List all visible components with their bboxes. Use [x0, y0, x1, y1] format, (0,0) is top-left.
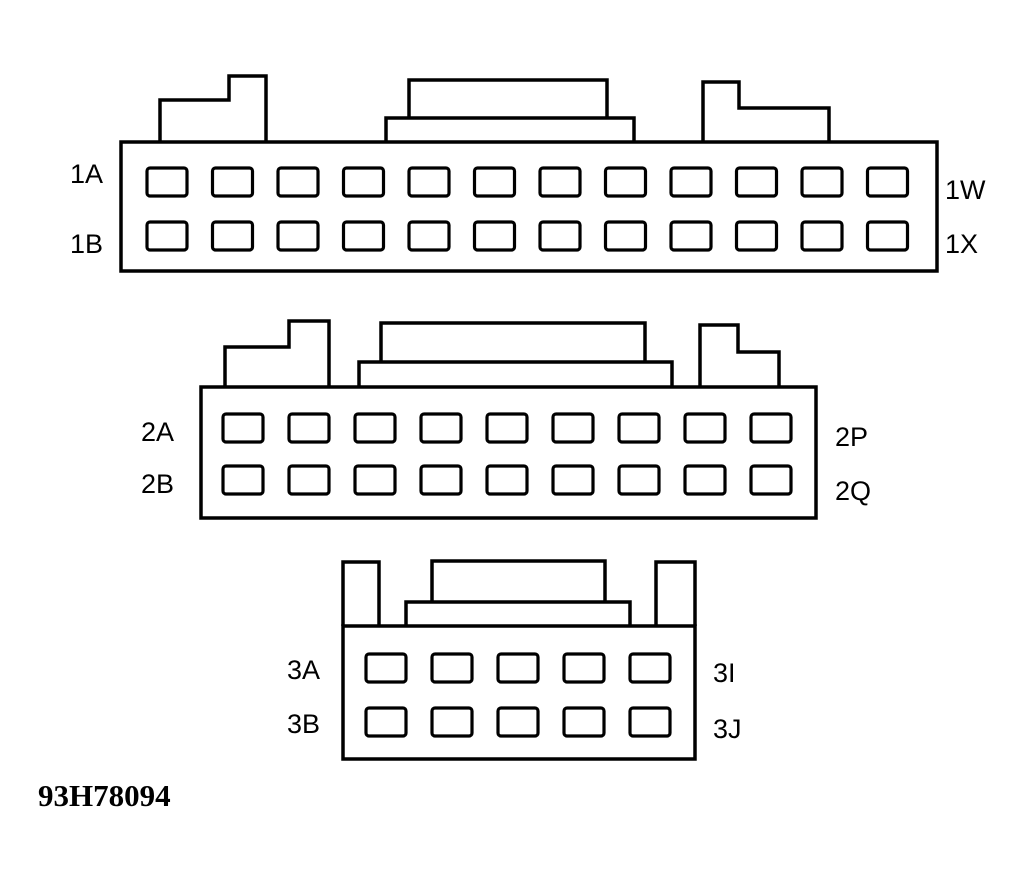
connector-3-pin-cavity [628, 652, 672, 684]
connector-3-pin-cavity [430, 652, 474, 684]
connector-1-label-bottom-left: 1B [70, 229, 103, 259]
connector-2-left-latch [223, 319, 331, 387]
connector-1-pin-cavity [603, 166, 648, 198]
connector-2: 2A 2B 2P 2Q [141, 319, 871, 520]
connector-2-pin-cavity [221, 412, 265, 444]
connector-1-label-top-right: 1W [945, 175, 986, 205]
connector-3-pin-cavity [562, 706, 606, 738]
connector-2-pin-cavity [551, 412, 595, 444]
connector-2-pin-cavity [551, 464, 595, 496]
connector-2-pin-cavity [683, 464, 727, 496]
connector-2-pin-cavity [287, 412, 331, 444]
connector-2-pin-cavity [749, 412, 793, 444]
connector-1-pin-cavity [145, 220, 189, 252]
connector-3-center-latch-base [404, 600, 632, 626]
connector-1-body [119, 140, 939, 273]
connector-2-pin-cavity [419, 412, 463, 444]
connector-3-body [341, 624, 697, 761]
connector-3: 3A 3B 3I 3J [287, 559, 742, 761]
connector-2-pins [221, 412, 793, 496]
connector-1-pins [145, 166, 910, 252]
connector-2-pin-cavity [617, 464, 661, 496]
connector-3-label-top-left: 3A [287, 655, 320, 685]
connector-1-pin-cavity [145, 166, 189, 198]
connector-3-pin-cavity [364, 706, 408, 738]
connector-1-pin-cavity [407, 166, 451, 198]
connector-3-center-latch-top [430, 559, 607, 602]
connector-1-pin-cavity [800, 220, 844, 252]
connector-2-pin-cavity [419, 464, 463, 496]
connector-2-pin-cavity [485, 412, 529, 444]
connector-1-pin-cavity [276, 166, 320, 198]
connector-1: 1A 1B 1W 1X [70, 74, 986, 273]
connector-3-right-latch [654, 560, 697, 626]
connector-1-pin-cavity [472, 220, 517, 252]
connector-3-pin-cavity [496, 706, 540, 738]
connector-3-label-bottom-right: 3J [713, 714, 742, 744]
connector-1-pin-cavity [734, 220, 779, 252]
connector-1-pin-cavity [734, 166, 779, 198]
connector-2-right-latch [698, 323, 781, 387]
connector-3-pin-cavity [628, 706, 672, 738]
connector-1-pin-cavity [865, 166, 910, 198]
connector-2-pin-cavity [485, 464, 529, 496]
connector-2-pin-cavity [353, 412, 397, 444]
connector-1-pin-cavity [210, 220, 255, 252]
connector-2-pin-cavity [287, 464, 331, 496]
connector-1-center-latch-top [407, 78, 609, 118]
connector-2-label-bottom-right: 2Q [835, 476, 871, 506]
connector-1-pin-cavity [472, 166, 517, 198]
connector-3-label-top-right: 3I [713, 658, 736, 688]
connector-1-pin-cavity [341, 166, 386, 198]
connector-1-label-bottom-right: 1X [945, 229, 978, 259]
connector-2-pin-cavity [617, 412, 661, 444]
connector-1-pin-cavity [669, 166, 713, 198]
connector-2-label-bottom-left: 2B [141, 469, 174, 499]
connector-1-pin-cavity [538, 166, 582, 198]
connector-1-pin-cavity [603, 220, 648, 252]
connector-1-pin-cavity [865, 220, 910, 252]
connector-2-pin-cavity [221, 464, 265, 496]
connector-1-pin-cavity [669, 220, 713, 252]
connector-3-pin-cavity [430, 706, 474, 738]
connector-2-center-latch-top [379, 321, 647, 362]
connector-1-right-latch [701, 80, 831, 142]
connector-3-label-bottom-left: 3B [287, 709, 320, 739]
connector-1-pin-cavity [800, 166, 844, 198]
connector-2-pin-cavity [749, 464, 793, 496]
connector-1-left-latch [158, 74, 268, 142]
connector-3-pins [364, 652, 672, 738]
connector-3-pin-cavity [364, 652, 408, 684]
connector-1-center-latch-base [384, 116, 636, 142]
figure-code: 93H78094 [38, 778, 171, 813]
connector-3-left-latch [341, 560, 381, 626]
connector-2-body [199, 385, 818, 520]
connector-1-pin-cavity [210, 166, 255, 198]
connector-3-pin-cavity [496, 652, 540, 684]
connector-1-pin-cavity [538, 220, 582, 252]
connector-1-pin-cavity [276, 220, 320, 252]
connector-2-pin-cavity [353, 464, 397, 496]
connector-2-pin-cavity [683, 412, 727, 444]
connector-1-pin-cavity [407, 220, 451, 252]
connector-1-pin-cavity [341, 220, 386, 252]
connector-2-center-latch-base [357, 360, 674, 387]
connector-1-label-top-left: 1A [70, 159, 103, 189]
connector-2-label-top-right: 2P [835, 422, 868, 452]
connector-3-pin-cavity [562, 652, 606, 684]
connector-2-label-top-left: 2A [141, 417, 174, 447]
